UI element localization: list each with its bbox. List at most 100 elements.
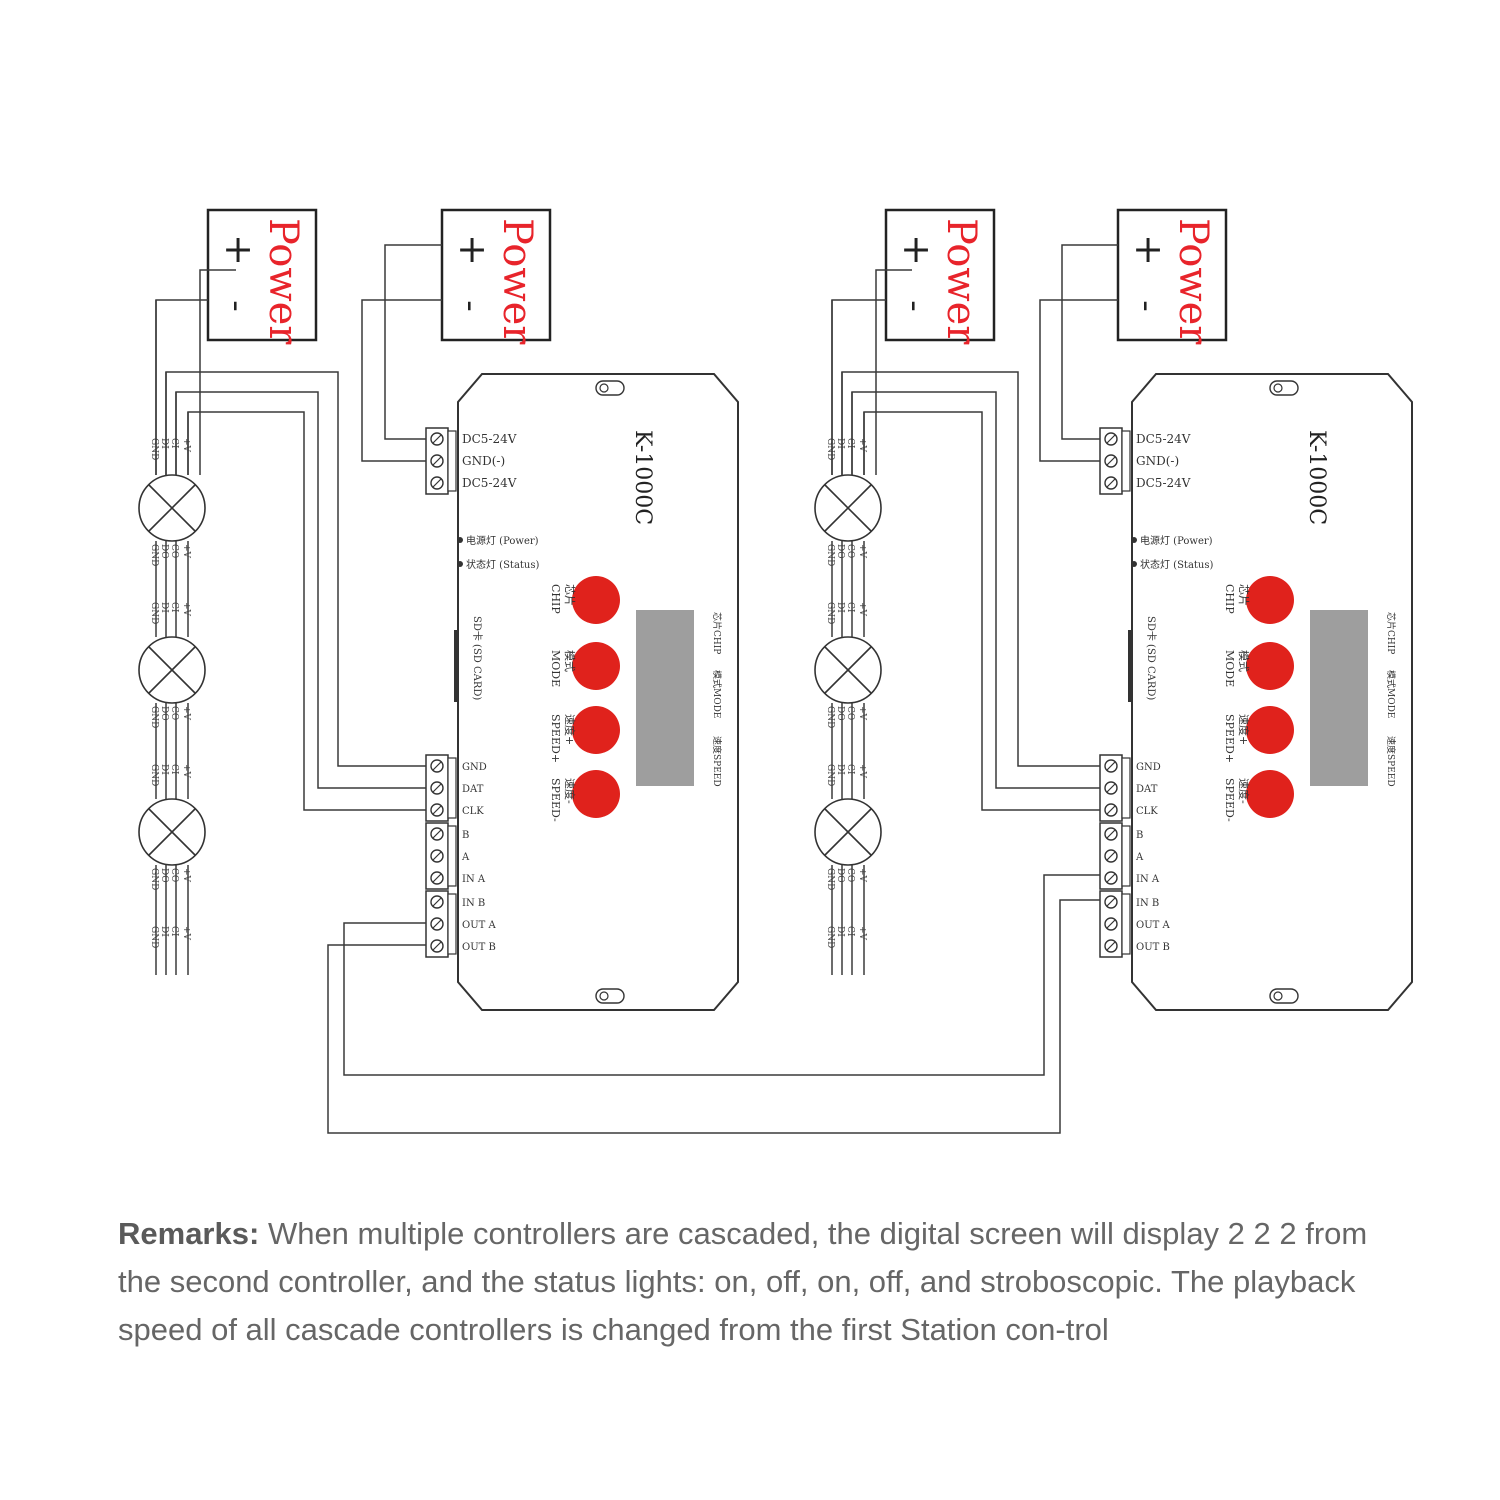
button-label-en: SPEED+ [1223,714,1236,763]
out-terminal-clip [1121,893,1131,955]
wire-pixel-power-minus [831,299,886,475]
button-speed-minus [1246,770,1294,818]
power-terminal-label: GND(-) [1136,454,1179,468]
out-terminal-screw-slot [1106,897,1116,907]
power-terminal-label: DC5-24V [462,476,517,490]
pixel-pin-label: DO [159,868,169,883]
power-supply-box [440,208,552,342]
pixel-pin-label: +V [857,926,867,941]
screen-label: 模式MODE [711,670,723,718]
in-terminal-label: IN A [1136,874,1160,885]
power-plus: + [222,227,254,271]
pixel-pin-label: DI [159,926,169,937]
sd-card-label: SD卡 (SD CARD) [471,616,484,700]
button-label-cn: 芯片 [1237,584,1251,606]
in-terminal-screw-slot [1106,851,1116,861]
output-terminal-clip [1121,757,1131,819]
power-minus: - [451,300,491,312]
output-terminal-label: CLK [1136,806,1158,817]
wire-cascade-out-b [327,899,1100,1134]
pixel-pin-label: DO [835,868,845,883]
pixel-pin-label: CI [845,602,855,613]
button-label-en: MODE [1223,650,1236,687]
sd-card-slot [1128,630,1132,702]
pixel-pin-label: DO [835,544,845,559]
button-label-cn: 速度- [563,778,577,804]
power-terminal-screw-slot [432,434,442,444]
pixel-pin-label: +V [181,868,191,883]
wire-pixel-power-plus [199,269,236,475]
in-terminal-screw-slot [432,851,442,861]
in-terminal-screw-slot [432,873,442,883]
pixel-pin-label: +V [857,764,867,779]
out-terminal-screw-slot [1106,941,1116,951]
sd-card-label: SD卡 (SD CARD) [1145,616,1158,700]
button-label-en: SPEED+ [549,714,562,763]
power-supply-box [884,208,996,342]
button-label-en: CHIP [549,584,562,614]
output-terminal-screw-slot [1106,805,1116,815]
button-mode [572,642,620,690]
out-terminal-clip [447,893,457,955]
wire-controller-power-minus [1039,299,1118,462]
wire-gnd [841,371,1100,767]
wire-cascade-out-a [343,874,1100,1076]
button-label-en: CHIP [1223,584,1236,614]
pixel-pin-label: +V [181,764,191,779]
power-terminal-screw-slot [432,456,442,466]
in-terminal-screw-slot [1106,829,1116,839]
power-minus: - [217,300,257,312]
status-led-icon [457,561,463,567]
controller-housing [1131,373,1413,1011]
button-label-cn: 芯片 [563,584,577,606]
output-terminal-screw-slot [432,805,442,815]
button-label-cn: 模式 [1237,650,1250,672]
pixel-pin-label: CI [169,438,179,449]
power-minus: - [895,300,935,312]
pixel-pin-label: GND [825,438,835,460]
pixel-pin-label: DI [159,764,169,775]
in-terminal-label: B [462,830,469,841]
pixel-pin-label: CO [845,868,855,882]
in-terminal-label: A [1135,852,1144,863]
button-label-cn: 速度- [1237,778,1251,804]
pixel-pin-label: GND [825,706,835,728]
status-led-icon [1131,561,1137,567]
pixel-pin-label: +V [181,926,191,941]
pixel-pin-label: DI [835,438,845,449]
controller-housing [457,373,739,1011]
power-supply-box [1116,208,1228,342]
pixel-pin-label: CO [169,868,179,882]
controller-model: K-1000C [630,430,655,525]
out-terminal-screw-slot [432,897,442,907]
button-chip [572,576,620,624]
mounting-hole-icon [599,383,609,393]
pixel-pin-label: GND [825,602,835,624]
in-terminal-label: A [461,852,470,863]
pixel-lamp-cross [148,484,196,532]
button-label-en: MODE [549,650,562,687]
pixel-pin-label: DI [159,438,169,449]
screen-label: 芯片CHIP [711,612,723,654]
power-led-icon [1131,537,1137,543]
pixel-pin-label: GND [825,868,835,890]
pixel-pin-label: DO [159,544,169,559]
pixel-lamp-cross [824,484,872,532]
pixel-pin-label: GND [149,438,159,460]
pixel-pin-label: GND [149,706,159,728]
wire-dat [851,391,1100,789]
pixel-lamp-cross [824,808,872,856]
wire-pixel-power-minus [155,299,208,475]
pixel-pin-label: GND [825,764,835,786]
screen-label: 芯片CHIP [1385,612,1397,654]
pixel-pin-label: +V [181,602,191,617]
power-label: Power [494,218,540,345]
output-terminal-clip [447,757,457,819]
pixel-pin-label: +V [857,706,867,721]
power-terminal-clip [447,430,457,492]
power-supply-box [206,208,318,342]
status-led-label: 状态灯 (Status) [466,558,540,571]
button-speed-minus [572,770,620,818]
